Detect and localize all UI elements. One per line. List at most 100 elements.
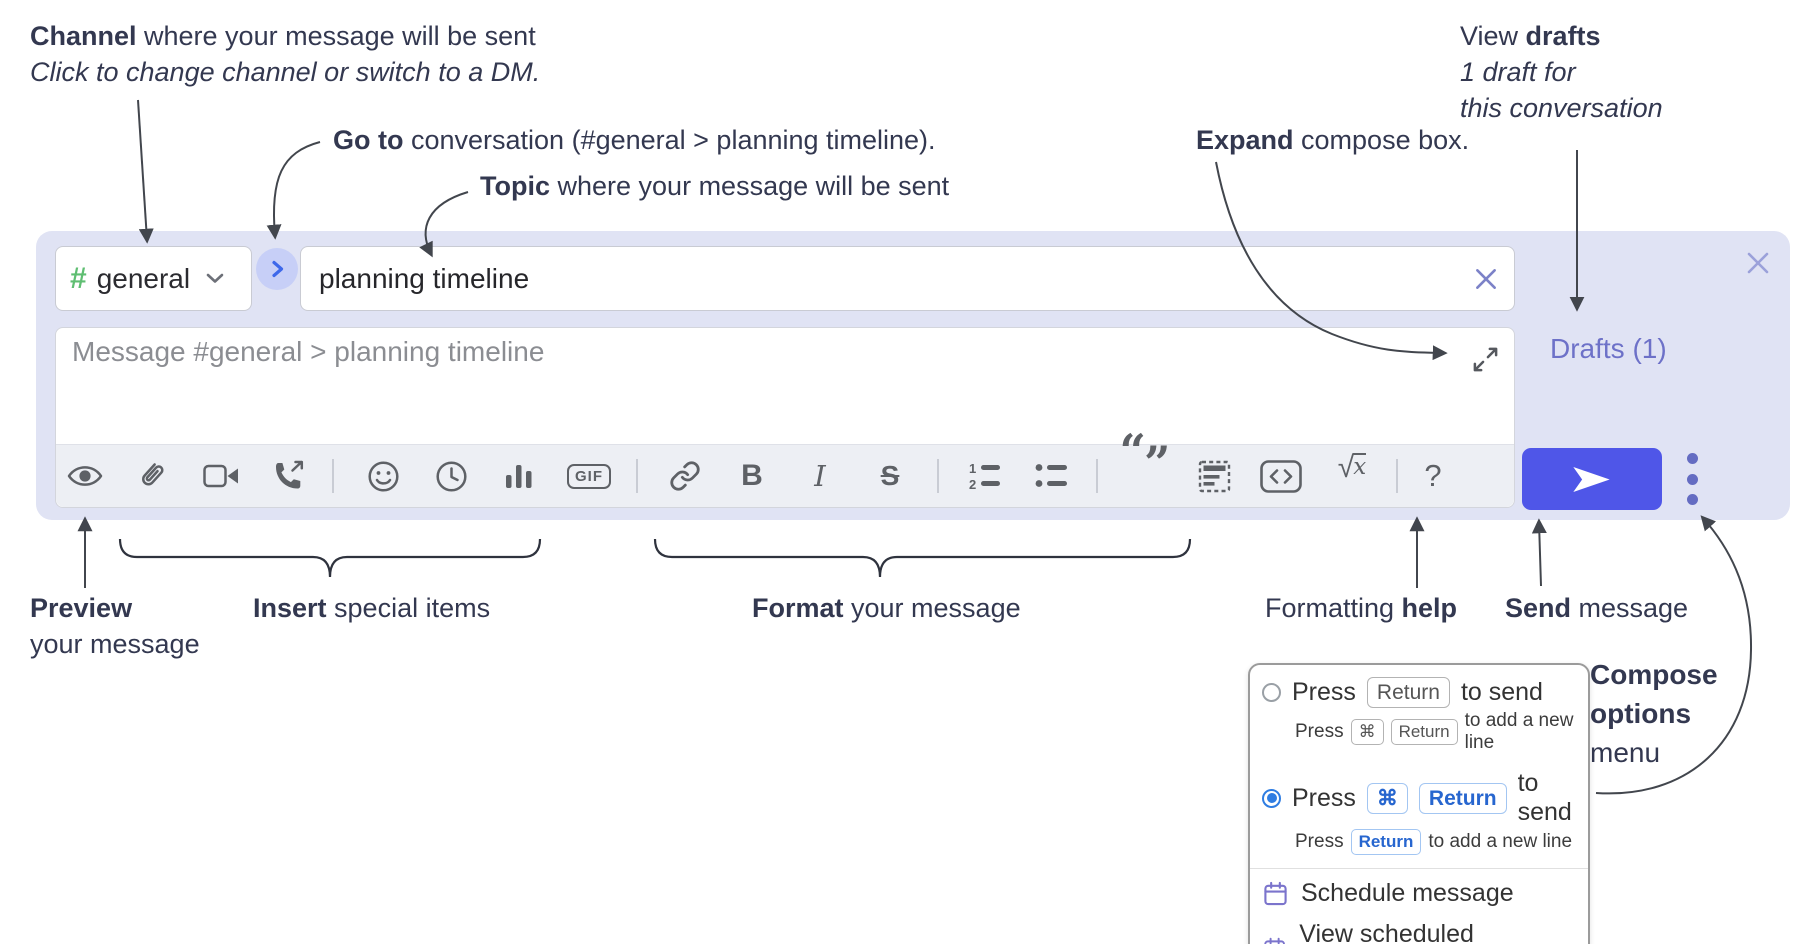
drafts-link[interactable]: Drafts (1) [1550,333,1667,364]
annotation-help-pre: Formatting [1265,593,1402,623]
message-box: GIF B I S 12 “” [55,327,1515,508]
annotation-preview-bold: Preview [30,593,133,623]
menu-item-schedule-message[interactable]: Schedule message [1250,873,1588,914]
audio-call-button[interactable] [266,453,312,499]
annotation-preview: Preview your message [30,590,200,662]
connector-send [1531,518,1547,587]
send-icon [1573,466,1610,492]
expand-icon [1473,347,1497,371]
radio-unselected-icon[interactable] [1262,683,1281,702]
gif-icon: GIF [567,463,611,489]
annotation-channel-rest: where your message will be sent [136,21,536,51]
annotation-compose-options-line2: options [1590,698,1692,729]
return-key-chip: Return [1350,829,1422,855]
video-camera-icon [202,464,238,488]
bulleted-list-icon [1035,464,1067,487]
channel-picker[interactable]: # general [55,246,252,311]
annotation-compose-options-line1: Compose [1590,659,1718,690]
annotation-compose-options-line3: menu [1590,737,1661,768]
compose-box: # general [36,231,1790,520]
bar-chart-icon [506,465,532,488]
message-input[interactable] [70,334,1454,438]
italic-button[interactable]: I [814,459,826,493]
smiley-icon [367,460,399,492]
channel-name: general [96,262,191,294]
svg-text:2: 2 [969,477,976,491]
bold-button[interactable]: B [741,459,763,492]
send-button[interactable] [1522,448,1662,510]
annotation-drafts-pre: View [1460,21,1526,51]
cmd-key-chip: ⌘ [1366,782,1408,814]
preview-button[interactable] [62,453,108,499]
poll-button[interactable] [496,453,542,499]
annotation-expand-bold: Expand [1196,125,1294,155]
compose-options-menu: Press Return to send Press ⌘ Return to a… [1248,663,1590,944]
channel-hash-icon: # [70,261,87,295]
annotation-expand-rest: compose box. [1293,125,1470,155]
annotation-expand: Expand compose box. [1196,122,1469,158]
code-button[interactable] [1258,453,1304,499]
connector-channel [137,99,154,244]
video-call-button[interactable] [198,453,244,499]
topic-input[interactable] [301,262,1466,295]
annotation-goto: Go to conversation (#general > planning … [333,122,936,158]
toolbar-divider [332,459,334,493]
spoiler-button[interactable] [1191,453,1237,499]
compose-close-button[interactable] [1736,241,1780,285]
annotation-preview-line2: your message [30,629,200,659]
annotation-goto-rest: conversation (#general > planning timeli… [403,125,936,155]
clock-icon [435,460,467,492]
option-subtext: to add a new line [1428,831,1573,852]
paperclip-icon [142,463,164,486]
option-text: to send [1517,769,1572,826]
insert-brace [118,538,542,578]
annotation-send: Send message [1505,590,1688,626]
gif-button[interactable]: GIF [566,453,612,499]
ellipsis-icon [1686,453,1698,464]
quote-button[interactable]: “” [1120,428,1171,486]
send-shortcut-option-enter-sub: Press ⌘ Return to add a new line [1250,710,1588,763]
expand-compose-button[interactable] [1468,342,1502,376]
send-shortcut-option-enter[interactable]: Press Return to send [1250,671,1588,710]
radio-selected-icon[interactable] [1262,788,1281,808]
link-button[interactable] [662,453,708,499]
annotation-drafts-line3: this conversation [1460,93,1663,123]
message-formatting-help-button[interactable]: ? [1424,458,1442,493]
time-button[interactable] [428,453,474,499]
svg-text:1: 1 [969,461,976,476]
compose-options-button[interactable] [1680,453,1704,505]
ellipsis-icon [1686,494,1698,505]
annotation-topic-rest: where your message will be sent [550,171,950,201]
bulleted-list-button[interactable] [1029,453,1075,499]
chevron-right-icon [271,260,284,278]
annotation-channel-line2: Click to change channel or switch to a D… [30,57,541,87]
toolbar-divider [937,459,939,493]
strikethrough-button[interactable]: S [880,460,900,491]
send-shortcut-option-cmd-enter[interactable]: Press ⌘ Return to send [1250,763,1588,829]
spoiler-icon [1198,460,1230,492]
numbered-list-icon: 12 [969,461,1000,491]
annotation-compose-options: Compose options menu [1590,655,1718,772]
connector-goto [266,141,321,240]
option-text: Press [1292,783,1356,812]
phone-call-icon [276,460,304,489]
attach-file-button[interactable] [128,453,174,499]
emoji-button[interactable] [360,453,406,499]
quote-icon: “” [1119,424,1171,490]
goto-conversation-button[interactable] [256,247,298,290]
math-button[interactable]: √x [1329,453,1375,499]
annotation-channel: Channel where your message will be sent … [30,18,540,90]
annotation-drafts-bold: drafts [1525,21,1601,51]
ellipsis-icon [1686,473,1698,485]
annotation-format-bold: Format [752,593,844,623]
menu-item-view-scheduled-messages[interactable]: View scheduled messages [1250,914,1588,944]
return-key-chip: Return [1418,782,1507,814]
topic-clear-button[interactable] [1466,259,1506,299]
close-icon [1476,268,1496,289]
code-icon [1260,459,1302,493]
option-text: to send [1460,678,1543,706]
option-subtext: to add a new line [1464,710,1574,753]
